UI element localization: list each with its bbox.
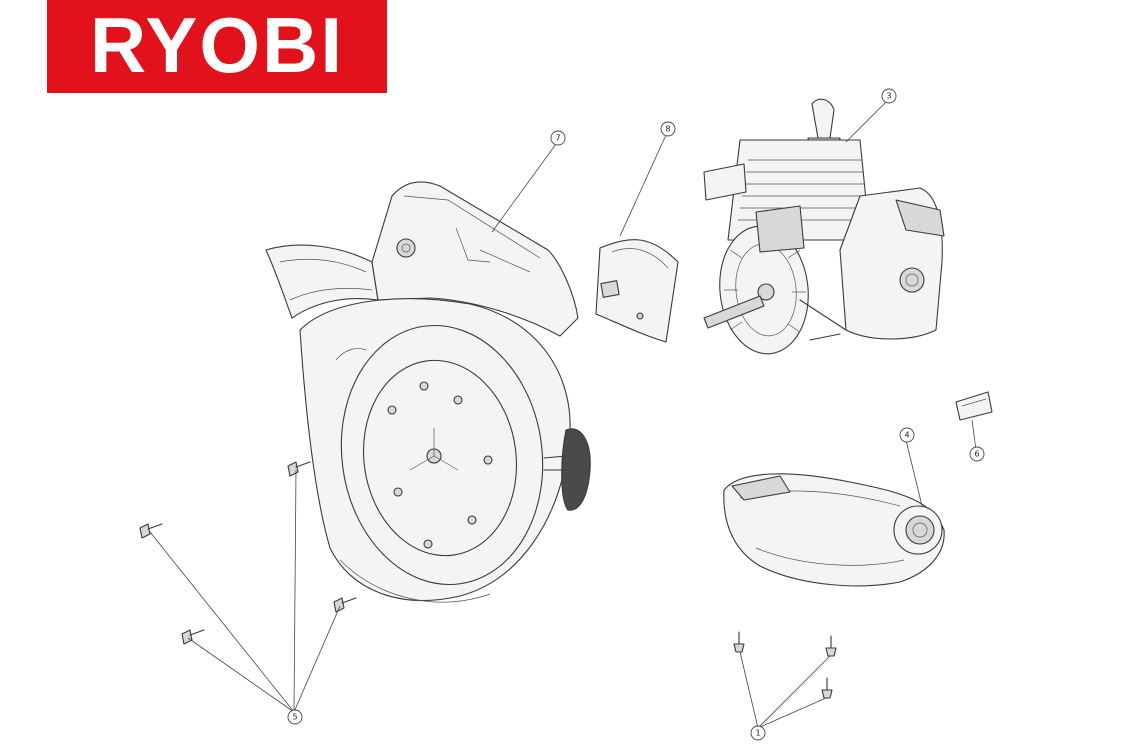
callout-label: 4: [904, 431, 909, 440]
callout-part-5: 5: [287, 709, 303, 725]
callout-part-1: 1: [750, 725, 766, 741]
blower-housing: [265, 181, 591, 603]
label-plate: [955, 391, 993, 421]
brand-name: RYOBI: [90, 12, 344, 82]
callout-part-6: 6: [969, 446, 985, 462]
screws-part-5: [139, 461, 357, 645]
callout-part-3: 3: [881, 88, 897, 104]
callout-part-4: 4: [899, 427, 915, 443]
ryobi-logo-wordmark: RYOBI: [90, 12, 344, 82]
callout-label: 5: [292, 713, 297, 722]
callout-part-7: 7: [550, 130, 566, 146]
heat-shield: [595, 239, 679, 343]
callout-part-8: 8: [660, 121, 676, 137]
callout-label: 6: [974, 450, 979, 459]
engine-assembly: [703, 98, 945, 355]
fuel-tank-cover: [723, 473, 945, 587]
callout-label: 8: [665, 125, 670, 134]
callout-label: 1: [755, 729, 760, 738]
callout-label: 7: [555, 134, 560, 143]
ryobi-logo: RYOBI: [47, 0, 387, 93]
callout-label: 3: [886, 92, 891, 101]
leader-lines: [149, 101, 977, 729]
screws-part-1: [733, 631, 837, 699]
